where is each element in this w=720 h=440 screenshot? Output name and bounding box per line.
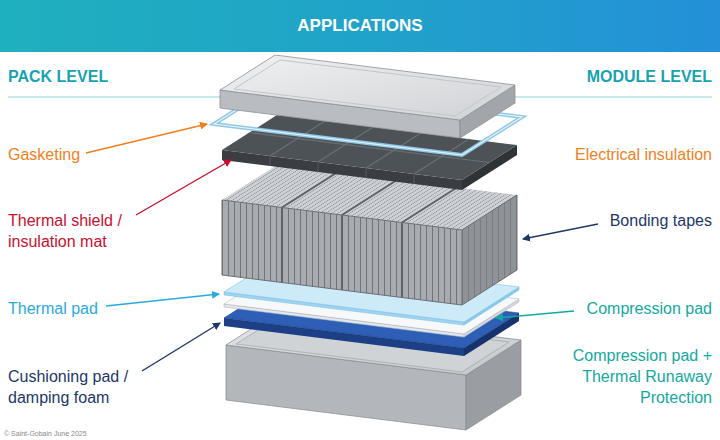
part-label: Thermal shield / insulation mat [8,210,148,252]
module-gap [342,180,397,215]
part-label: Compression pad + Thermal Runaway Protec… [547,345,712,408]
pack-lid [220,55,515,138]
copyright-note: © Saint-Gobain June 2025 [4,429,87,438]
mat-tile-line [366,168,367,178]
header-band: APPLICATIONS [0,0,720,52]
header-title: APPLICATIONS [0,0,720,52]
cell-modules [222,165,517,305]
leader-line [142,323,220,371]
part-label: Compression pad [587,298,712,319]
part-label: Thermal pad [8,298,98,319]
module-gap [281,208,283,283]
module-gap [341,215,343,290]
mat-tile-line [318,162,319,172]
mat-tile-line [270,156,271,166]
leader-line [86,124,207,153]
part-label: Cushioning pad / damping foam [8,366,148,408]
part-label: Bonding tapes [610,210,712,231]
level-heading: PACK LEVEL [8,66,108,87]
leader-line [496,311,574,318]
module-gap [401,223,403,298]
mat-tile-line [414,174,415,184]
module-gap [282,173,337,208]
leader-line [136,160,231,215]
leader-line [523,224,598,239]
part-label: Electrical insulation [575,144,712,165]
module-gap [402,188,457,223]
cells-outline [222,195,517,305]
lid-top [220,55,515,120]
lid-panel [234,60,501,116]
leader-line [106,294,219,306]
level-heading: MODULE LEVEL [587,66,712,87]
part-label: Gasketing [8,144,80,165]
cells-edge [462,230,463,305]
